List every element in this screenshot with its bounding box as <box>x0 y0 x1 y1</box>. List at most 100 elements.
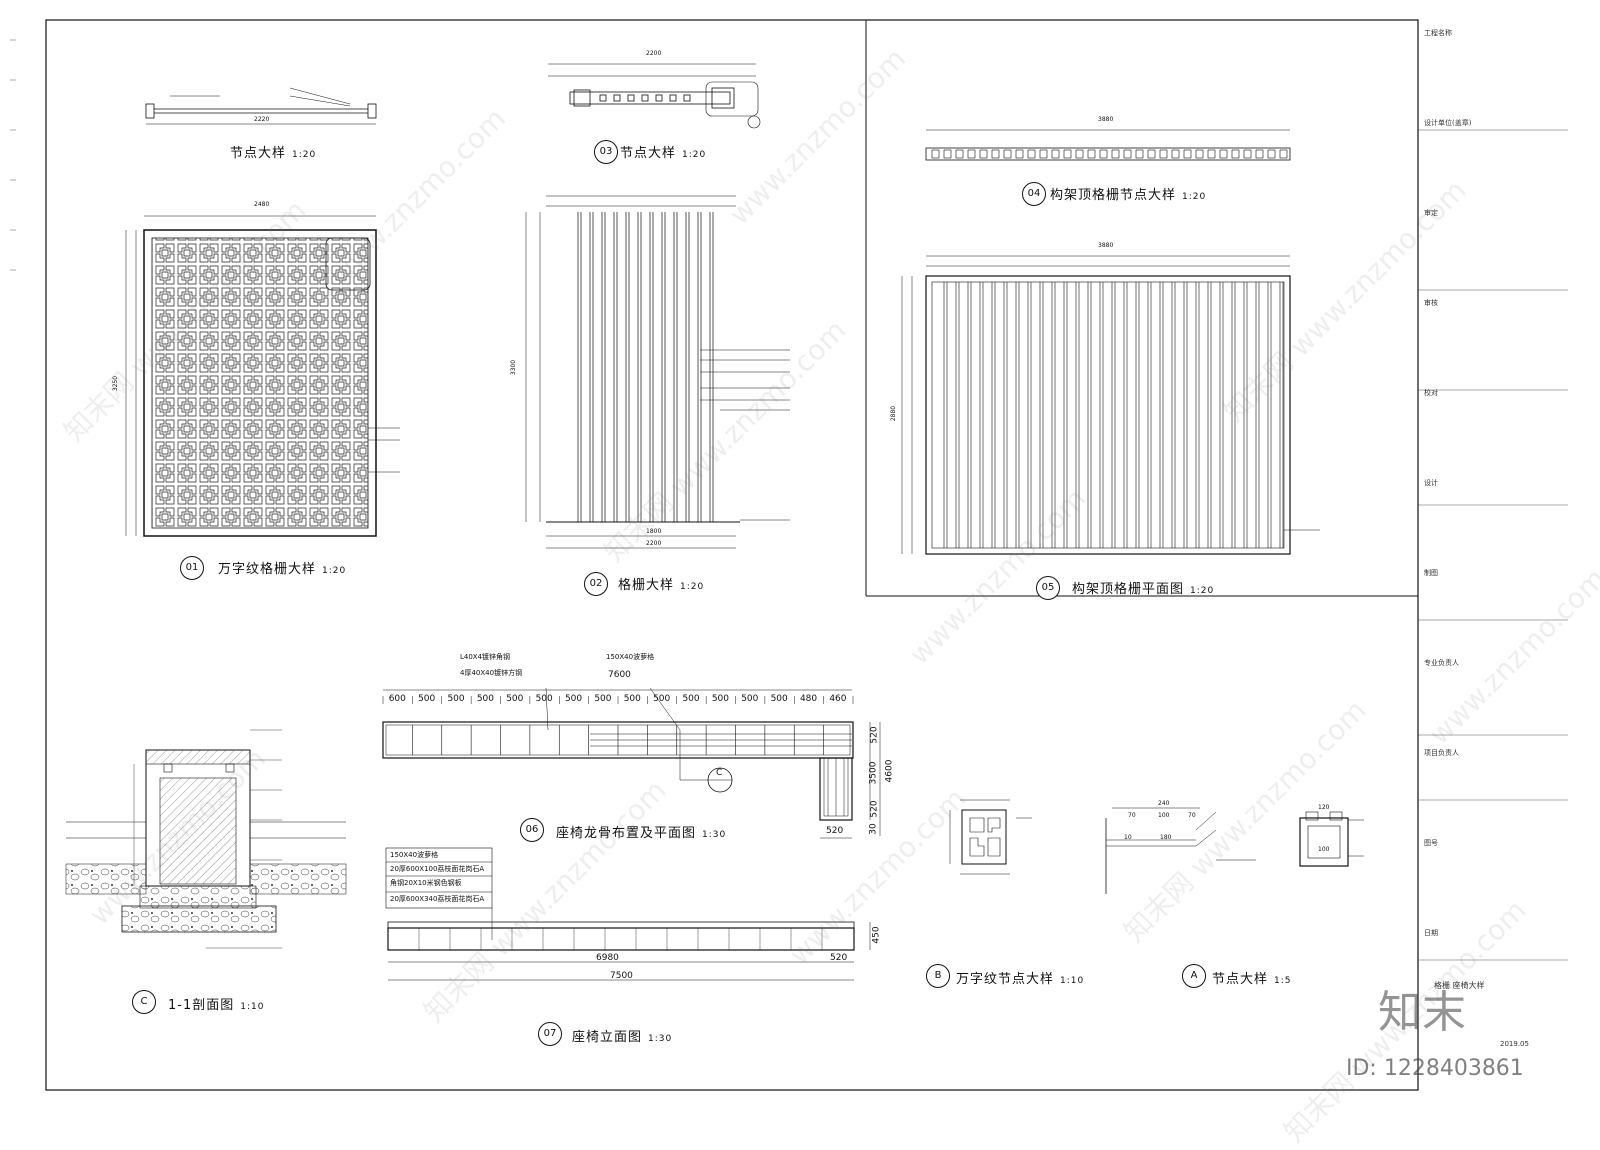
title-scale: 1:20 <box>680 582 705 592</box>
title-text: 节点大样 <box>230 146 287 161</box>
grille-section <box>1159 149 1168 159</box>
grille-section <box>1015 149 1024 159</box>
title-block-row: 审核 <box>1424 299 1438 307</box>
grille-section <box>1039 149 1048 159</box>
badge-03: 03 <box>594 140 618 164</box>
dim-07-total: 7500 <box>610 971 633 981</box>
note-07-3: 角钢20X10米钢色钢板 <box>390 879 462 887</box>
dim-A-7: 120 <box>1318 804 1330 811</box>
grille-section <box>1135 149 1144 159</box>
dim-A-2: 70 <box>1128 812 1136 819</box>
dim-06-seg: 460 <box>829 694 847 704</box>
dim-07-length: 6980 <box>596 953 619 963</box>
title-text: 万字纹节点大样 <box>956 972 1055 987</box>
title-scale: 1:20 <box>292 150 317 160</box>
detail-top-left <box>145 87 377 125</box>
dim-06-seg: 500 <box>623 694 641 704</box>
grille-section <box>1219 149 1228 159</box>
detail-04-section <box>925 129 1291 161</box>
detail-07-bench-elevation <box>385 847 871 981</box>
title-text: 1-1剖面图 <box>168 998 235 1013</box>
title-block-row: 专业负责人 <box>1424 659 1459 667</box>
sheet-name: 格栅 座椅大样 <box>1434 981 1485 990</box>
bench-joints-07 <box>418 928 823 950</box>
dim-A-5: 180 <box>1160 834 1172 841</box>
title-block-row: 校对 <box>1424 389 1438 397</box>
dim-06-seg: 500 <box>564 694 583 704</box>
dim-06-seg: 480 <box>799 694 818 704</box>
title-scale: 1:5 <box>1274 976 1292 986</box>
grille-section <box>1063 149 1072 159</box>
title-block-row: 日期 <box>1424 929 1438 937</box>
sheet-date: 2019.05 <box>1500 1040 1529 1048</box>
dim-02-width: 2200 <box>646 540 662 547</box>
title-06: 座椅龙骨布置及平面图 1:30 <box>556 822 726 841</box>
grille-section <box>1147 149 1156 159</box>
badge-05: 05 <box>1036 576 1060 600</box>
dim-top-left-width: 2220 <box>254 116 270 123</box>
dim-06-seg: 500 <box>741 694 759 704</box>
title-A: 节点大样 1:5 <box>1212 968 1292 987</box>
grille-section <box>1111 149 1120 159</box>
grille-bars-02 <box>577 212 714 522</box>
grille-section <box>1279 149 1288 159</box>
title-scale: 1:30 <box>648 1034 673 1044</box>
dim-06-side-5: 30 <box>868 823 879 835</box>
image-id: ID: 1228403861 <box>1346 1056 1524 1081</box>
dim-06-seg: 500 <box>447 694 465 704</box>
grille-sections-04 <box>931 149 1288 159</box>
badge-07: 07 <box>538 1022 562 1046</box>
title-scale: 1:30 <box>702 830 727 840</box>
dim-06-side-4: 4600 <box>884 759 895 783</box>
detail-B <box>949 799 1032 875</box>
dim-06-side-2: 3500 <box>868 761 879 785</box>
badge-06: 06 <box>520 818 544 842</box>
dim-06-seg: 500 <box>418 694 436 704</box>
grille-section <box>943 149 952 159</box>
grille-section <box>979 149 988 159</box>
detail-02-grille <box>525 195 790 549</box>
left-margin-ticks <box>10 39 16 271</box>
title-block-row: 图号 <box>1424 839 1438 847</box>
dim-06-seg: 500 <box>535 694 553 704</box>
grille-section <box>1075 149 1084 159</box>
dim-01-width: 2480 <box>254 201 270 208</box>
title-text: 节点大样 <box>1212 972 1269 987</box>
dim-06-seg: 500 <box>770 694 788 704</box>
detail-01-wanzi-grille <box>125 215 400 537</box>
detail-06-bench-plan <box>382 687 881 839</box>
title-block-row: 项目负责人 <box>1424 749 1459 757</box>
grille-section <box>1171 149 1180 159</box>
dim-A-3: 100 <box>1158 812 1170 819</box>
title-block-row: 设计单位(盖章) <box>1424 119 1472 127</box>
detail-03 <box>548 63 761 129</box>
grille-section <box>991 149 1000 159</box>
title-text: 座椅立面图 <box>572 1030 643 1045</box>
title-text: 座椅龙骨布置及平面图 <box>556 826 697 841</box>
dim-06-side-3: 520 <box>869 800 880 818</box>
grille-section <box>1051 149 1060 159</box>
dim-01-height: 3250 <box>112 375 120 392</box>
grille-section <box>1195 149 1204 159</box>
brand-logo: 知末 <box>1378 987 1466 1038</box>
dim-A-4: 70 <box>1188 812 1196 819</box>
title-text: 节点大样 <box>620 146 677 161</box>
note-06-slat: 150X40波萝格 <box>606 653 655 661</box>
title-scale: 1:20 <box>322 566 347 576</box>
dim-05-width: 3880 <box>1098 242 1114 249</box>
dim-06-side-1: 520 <box>869 726 880 744</box>
dim-07-height: 450 <box>871 926 882 944</box>
title-block-lines <box>1418 129 1568 961</box>
dim-06-seg: 600 <box>388 694 406 704</box>
dim-06-seg: 500 <box>711 694 729 704</box>
detail-05-plan <box>901 255 1320 555</box>
grille-section <box>955 149 964 159</box>
dim-03-width: 2200 <box>646 50 662 57</box>
grille-section <box>1231 149 1240 159</box>
dim-06-seg: 500 <box>476 694 494 704</box>
title-text: 万字纹格栅大样 <box>218 562 317 577</box>
